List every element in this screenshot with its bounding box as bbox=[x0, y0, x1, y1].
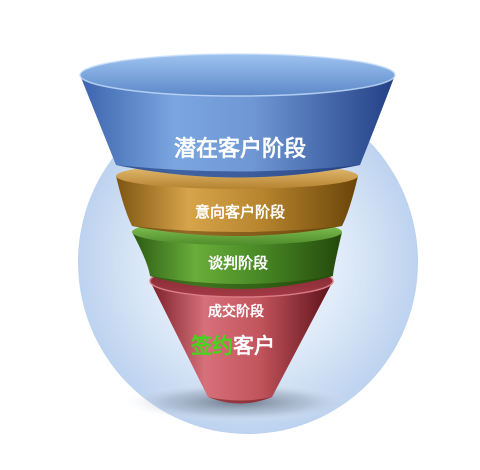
stage-label-negotiation: 谈判阶段 bbox=[208, 254, 268, 272]
funnel-stage-potential bbox=[79, 53, 396, 178]
stage-label-intent: 意向客户阶段 bbox=[195, 203, 285, 221]
outcome-rest-text: 客户 bbox=[233, 334, 275, 358]
stage-label-closing: 成交阶段 bbox=[208, 303, 264, 320]
stage-label-potential: 潜在客户阶段 bbox=[174, 136, 306, 162]
outcome-label: 签约客户 bbox=[190, 334, 275, 358]
outcome-highlight-text: 签约 bbox=[190, 334, 233, 358]
